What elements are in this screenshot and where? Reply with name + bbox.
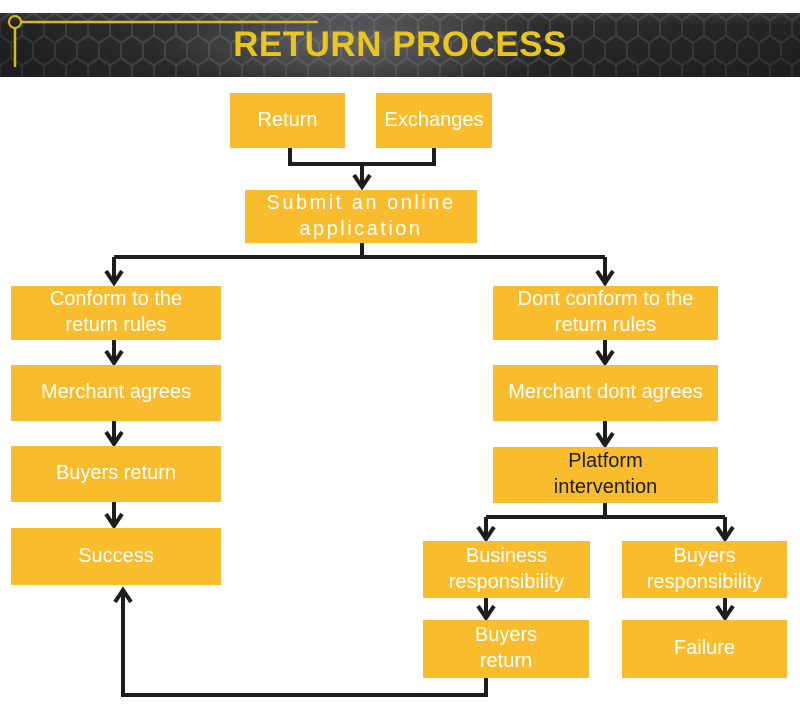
node-exchanges: Exchanges bbox=[376, 93, 492, 148]
header-band: RETURN PROCESS bbox=[0, 13, 800, 77]
node-platform-intervention: Platform intervention bbox=[493, 447, 718, 503]
node-merchant-dont-agrees: Merchant dont agrees bbox=[493, 365, 718, 421]
hex-mesh-pattern bbox=[0, 13, 800, 77]
node-dont-conform-to-rules: Dont conform to the return rules bbox=[493, 286, 718, 340]
node-success: Success bbox=[11, 528, 221, 585]
node-business-responsibility: Business responsibility bbox=[423, 541, 590, 598]
node-failure: Failure bbox=[622, 620, 787, 678]
crosshair-accent-icon bbox=[8, 15, 318, 67]
connector-lines bbox=[112, 148, 727, 697]
node-return: Return bbox=[230, 93, 345, 148]
page-title: RETURN PROCESS bbox=[233, 25, 567, 64]
node-submit-application: Submit an online application bbox=[245, 190, 477, 243]
node-conform-to-rules: Conform to the return rules bbox=[11, 286, 221, 340]
node-buyers-return: Buyers return bbox=[11, 446, 221, 502]
node-buyers-return-bottom: Buyers return bbox=[423, 620, 589, 678]
node-merchant-agrees: Merchant agrees bbox=[11, 365, 221, 421]
band-gradient-overlay bbox=[0, 13, 800, 77]
arrowhead-chevrons bbox=[104, 173, 735, 622]
node-buyers-responsibility: Buyers responsibility bbox=[622, 541, 787, 598]
